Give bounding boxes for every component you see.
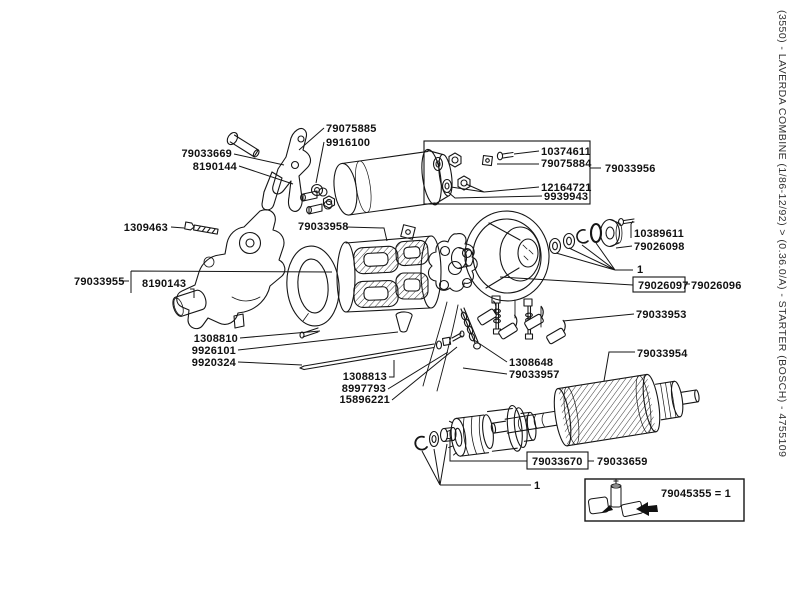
catalog-path-text: (3550) - LAVERDA COMBINE (1/86-12/92) > … — [776, 10, 788, 457]
part-label-79033953: 79033953 — [636, 309, 687, 321]
part-label-1309463: 1309463 — [124, 222, 168, 234]
part-label-9916100: 9916100 — [326, 137, 370, 149]
part-label-79033669: 79033669 — [181, 148, 232, 160]
shift-fork-drawing — [261, 128, 336, 212]
solenoid-drawing — [300, 148, 453, 216]
bearing-parts-drawing — [548, 217, 635, 255]
brush-set-drawing — [477, 295, 566, 345]
part-label-10374611: 10374611 — [541, 146, 591, 158]
fork-pin-drawing — [226, 131, 260, 158]
legend-box — [584, 478, 745, 522]
end-shield-drawing — [450, 210, 550, 302]
gasket-disc-drawing — [286, 245, 340, 327]
part-79026097-box — [632, 276, 686, 293]
drive-end-housing-drawing — [176, 209, 319, 339]
part-label-79033956: 79033956 — [605, 163, 656, 175]
part-label-15896221: 15896221 — [339, 394, 390, 406]
part-label-8997793: 8997793 — [342, 383, 386, 395]
part-label-79033670: 79033670 — [532, 456, 583, 468]
part-label-9939943: 9939943 — [544, 191, 588, 203]
part-label-10389611: 10389611 — [634, 228, 684, 240]
solenoid-hardware-drawing — [432, 151, 514, 194]
part-label-79075884: 79075884 — [541, 158, 592, 170]
tie-rod-drawing — [299, 311, 465, 371]
drive-pinion-drawing — [446, 404, 537, 457]
part-labels: 79075885 9916100 79033669 8190144 103746… — [74, 123, 742, 500]
part-label-qty-1-bottom: 1 — [534, 480, 540, 492]
part-label-1308813: 1308813 — [343, 371, 387, 383]
part-label-79033957: 79033957 — [509, 369, 560, 381]
armature-drawing — [490, 373, 700, 447]
part-label-9920324: 9920324 — [192, 357, 237, 369]
part-label-79033954: 79033954 — [637, 348, 688, 360]
part-label-79033958: 79033958 — [298, 221, 349, 233]
part-label-79033659: 79033659 — [597, 456, 648, 468]
field-coil-drawing — [336, 224, 442, 313]
part-label-9926101: 9926101 — [192, 345, 236, 357]
thrust-washers-drawing — [414, 426, 457, 451]
part-label-8190143: 8190143 — [142, 278, 186, 290]
legend-arrow-large-icon — [636, 502, 658, 516]
legend-illustration — [588, 479, 658, 518]
callout-boxes — [423, 140, 745, 522]
rubber-block-drawing — [172, 289, 207, 317]
part-label-qty-1-top: 1 — [637, 264, 643, 276]
part-label-79033955: 79033955 — [74, 276, 125, 288]
part-label-1308648: 1308648 — [509, 357, 553, 369]
part-label-12164721: 12164721 — [541, 182, 592, 194]
mount-bolt-drawing — [184, 221, 219, 235]
leader-lines — [120, 127, 690, 486]
legend-arrow-small-icon — [601, 505, 613, 513]
part-label-1308810: 1308810 — [194, 333, 238, 345]
part-label-79075885: 79075885 — [326, 123, 377, 135]
part-79033670-box — [526, 451, 589, 470]
legend-formula-label: 79045355 = 1 — [661, 488, 731, 500]
part-label-79026096: 79026096 — [691, 280, 742, 292]
solenoid-group-box — [423, 140, 591, 205]
part-label-79026097: 79026097 — [638, 280, 689, 292]
part-label-8190144: 8190144 — [193, 161, 238, 173]
part-label-79026098: 79026098 — [634, 241, 685, 253]
